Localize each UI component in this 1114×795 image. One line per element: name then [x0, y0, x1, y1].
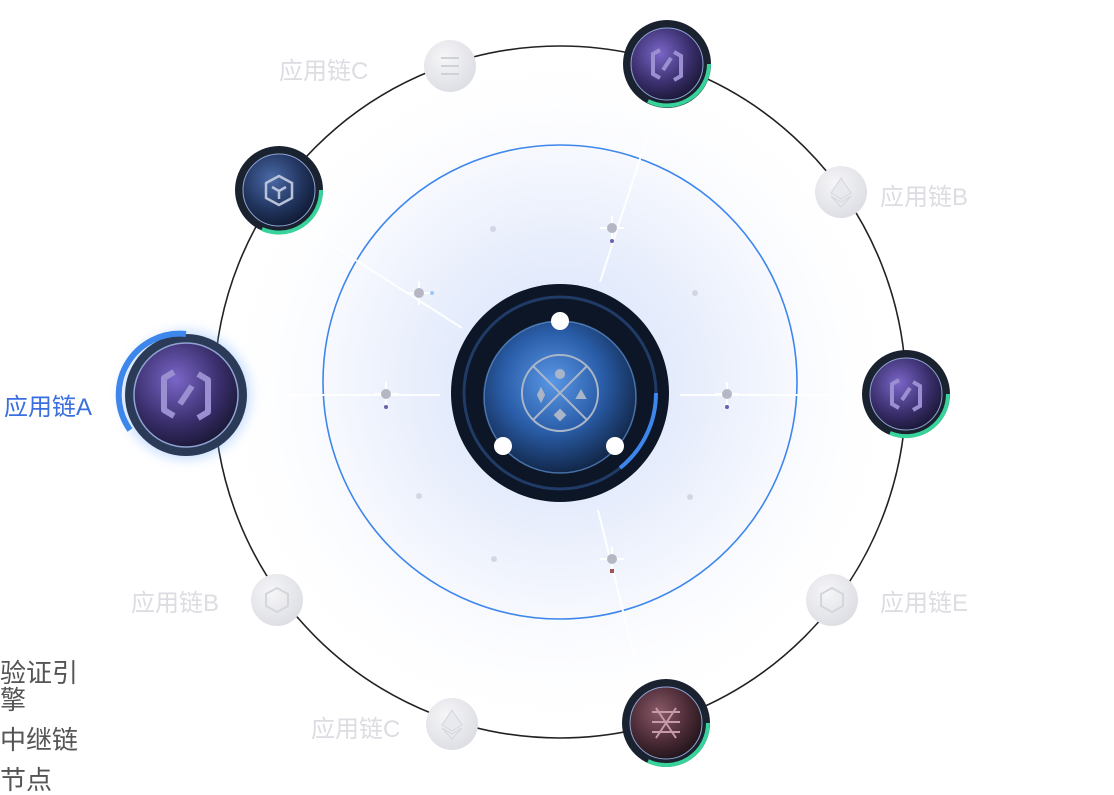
- chain-a-node[interactable]: [115, 330, 250, 459]
- top-chain-node[interactable]: [623, 20, 711, 108]
- chain-b-right-label: 应用链B: [880, 184, 969, 211]
- chain-b-left-label: 应用链B: [131, 590, 220, 617]
- chainx-logo-icon: [890, 378, 922, 412]
- hub-node-dot: [551, 312, 569, 330]
- faded-chain-e-right[interactable]: [806, 574, 858, 626]
- bottom-chain-node[interactable]: [622, 679, 711, 767]
- hub-node-dot: [606, 437, 624, 455]
- relay-orbit: [322, 144, 798, 620]
- grid-mesh-icon: [441, 57, 459, 75]
- grid-mesh-icon: [652, 707, 680, 739]
- faint-node: [490, 226, 496, 232]
- faded-chain-b-right[interactable]: [815, 166, 867, 218]
- faint-node: [416, 493, 422, 499]
- faint-node: [692, 290, 698, 296]
- relay-chain-legend: 中继链: [0, 725, 79, 755]
- chainx-logo-icon: [651, 48, 683, 82]
- ethereum-icon: [441, 709, 463, 740]
- node-marker: [715, 382, 739, 409]
- faded-chain-b-left[interactable]: [251, 574, 303, 626]
- node-marker: [600, 216, 624, 243]
- relay-chain-hub[interactable]: [451, 284, 669, 502]
- right-chain-node[interactable]: [862, 350, 951, 439]
- ethereum-icon: [830, 177, 852, 208]
- top-left-chain-node[interactable]: [235, 146, 324, 235]
- faded-chain-c-bottom[interactable]: [426, 698, 478, 750]
- chain-e-label: 应用链E: [880, 590, 969, 617]
- node-markers: [374, 216, 739, 573]
- node-legend: 节点: [0, 765, 53, 795]
- faded-chain-c-top[interactable]: [424, 40, 476, 92]
- chain-c-top-label: 应用链C: [279, 58, 369, 85]
- node-marker: [407, 281, 434, 305]
- node-marker: [374, 382, 398, 409]
- cube-icon: [264, 174, 294, 207]
- faint-node: [491, 556, 497, 562]
- node-marker: [600, 547, 624, 573]
- chain-a-label[interactable]: 应用链A: [4, 394, 93, 421]
- verification-engine-legend: 验证引擎: [0, 658, 79, 716]
- chainx-logo-icon: [161, 369, 211, 421]
- mask-x-icon: [521, 354, 599, 432]
- cube-icon: [265, 586, 289, 614]
- connection-lines: [280, 127, 860, 681]
- cube-icon: [820, 586, 844, 614]
- hub-node-dot: [494, 437, 512, 455]
- chain-c-bottom-label: 应用链C: [311, 716, 401, 743]
- faint-node: [687, 494, 693, 500]
